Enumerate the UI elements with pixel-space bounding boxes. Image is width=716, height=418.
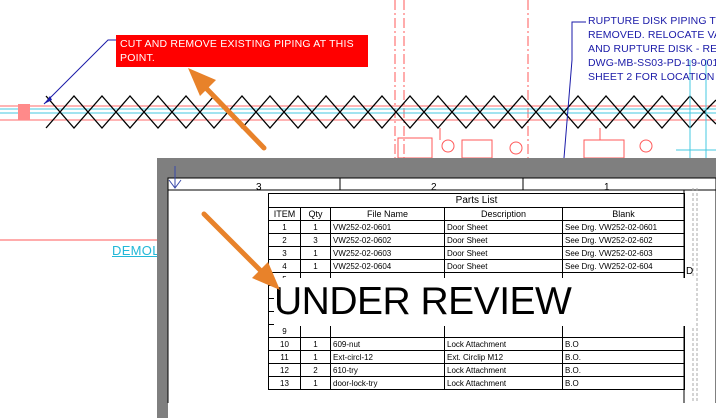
orange-arrow-icon — [188, 68, 267, 151]
red-annotation-note: CUT AND REMOVE EXISTING PIPING AT THIS P… — [116, 35, 368, 92]
orange-arrow-icon — [201, 211, 280, 290]
sheet-row-label: D — [686, 266, 694, 277]
under-review-stamp: UNDER REVIEW — [274, 278, 694, 326]
annotation-arrows — [188, 68, 280, 290]
blue-note-line-5: SHEET 2 FOR LOCATION — [588, 71, 715, 83]
table-header-row: ITEM Qty File Name Description Blank — [268, 207, 686, 221]
pipe-end-marker — [18, 104, 30, 120]
zigzag-hatch — [45, 95, 716, 113]
red-note-line-2: INSTALL NEW 16" 300# WN FLANGE AND BLIND… — [120, 66, 331, 92]
sheet-column-label: 2 — [431, 182, 437, 193]
sheet-column-label: 1 — [604, 182, 610, 193]
red-leader-line — [43, 39, 116, 105]
blank-cell: B.O — [561, 376, 686, 390]
file-name-cell: door-lock-try — [330, 376, 445, 390]
demol-label: DEMOL — [112, 243, 160, 258]
blue-note-line-1: RUPTURE DISK PIPING TO B — [588, 15, 716, 27]
blue-note-line-4: DWG-MB-SS03-PD-19-001 — [588, 57, 716, 69]
blue-annotation-note: RUPTURE DISK PIPING TO B REMOVED. RELOCA… — [588, 14, 716, 84]
description-cell: Lock Attachment — [444, 376, 563, 390]
red-note-line-1: CUT AND REMOVE EXISTING PIPING AT THIS P… — [120, 38, 354, 64]
blue-note-line-3: AND RUPTURE DISK - REFE — [588, 43, 716, 55]
valve-symbols — [397, 128, 653, 159]
sheet-column-label: 3 — [256, 182, 262, 193]
item-cell: 13 — [268, 376, 301, 390]
blue-note-line-2: REMOVED. RELOCATE VALV — [588, 29, 716, 41]
blue-leader-line — [563, 21, 586, 159]
cad-drawing-background — [0, 0, 716, 403]
qty-cell: 1 — [300, 376, 331, 390]
